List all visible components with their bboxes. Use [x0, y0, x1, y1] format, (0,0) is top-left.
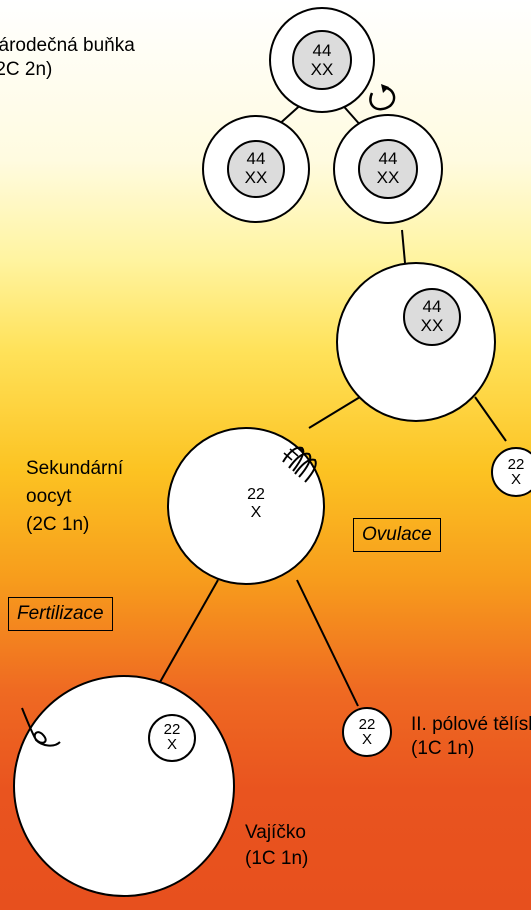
primordial-cell-label: zárodečná buňka (2C 2n) — [0, 35, 135, 80]
egg-cell — [13, 675, 235, 897]
mid-left-cell-nucleus — [227, 140, 285, 198]
secondary-oocyte-body — [167, 427, 325, 585]
egg-label: Vajíčko (1C 1n) — [245, 822, 309, 869]
ovulation-box: Ovulace — [353, 518, 441, 552]
mid-left-cell — [202, 115, 310, 223]
secondary-oocyte — [167, 427, 325, 585]
second-polar-body — [342, 707, 392, 757]
secondary-oocyte-label: Sekundární oocyt (2C 1n) — [26, 458, 124, 535]
egg-cell-nucleus — [148, 714, 196, 762]
primordial-cell — [269, 7, 396, 113]
mid-right-cell-nucleus — [358, 139, 418, 199]
second-polar-body-label: II. pólové tělísko (1C 1n) — [411, 714, 531, 759]
mid-right-cell — [333, 114, 443, 224]
primary-oocyte — [336, 262, 496, 422]
line-midright-to-oocyte — [401, 229, 406, 264]
primary-oocyte-body — [336, 262, 496, 422]
fertilization-box: Fertilizace — [8, 597, 113, 631]
first-polar-body — [491, 447, 531, 497]
line-oocyte-to-polar1 — [474, 396, 507, 442]
chromosome-icon — [282, 445, 317, 483]
rotation-arrow-icon — [369, 86, 396, 111]
sperm-icon — [21, 707, 61, 747]
arrowhead-icon — [381, 84, 389, 93]
line-oocyte-to-secondary — [308, 396, 361, 429]
primary-oocyte-nucleus — [403, 288, 461, 346]
line-secondary-to-polar2 — [296, 579, 359, 707]
primordial-cell-nucleus — [292, 30, 352, 90]
egg-cell-body — [13, 675, 235, 897]
